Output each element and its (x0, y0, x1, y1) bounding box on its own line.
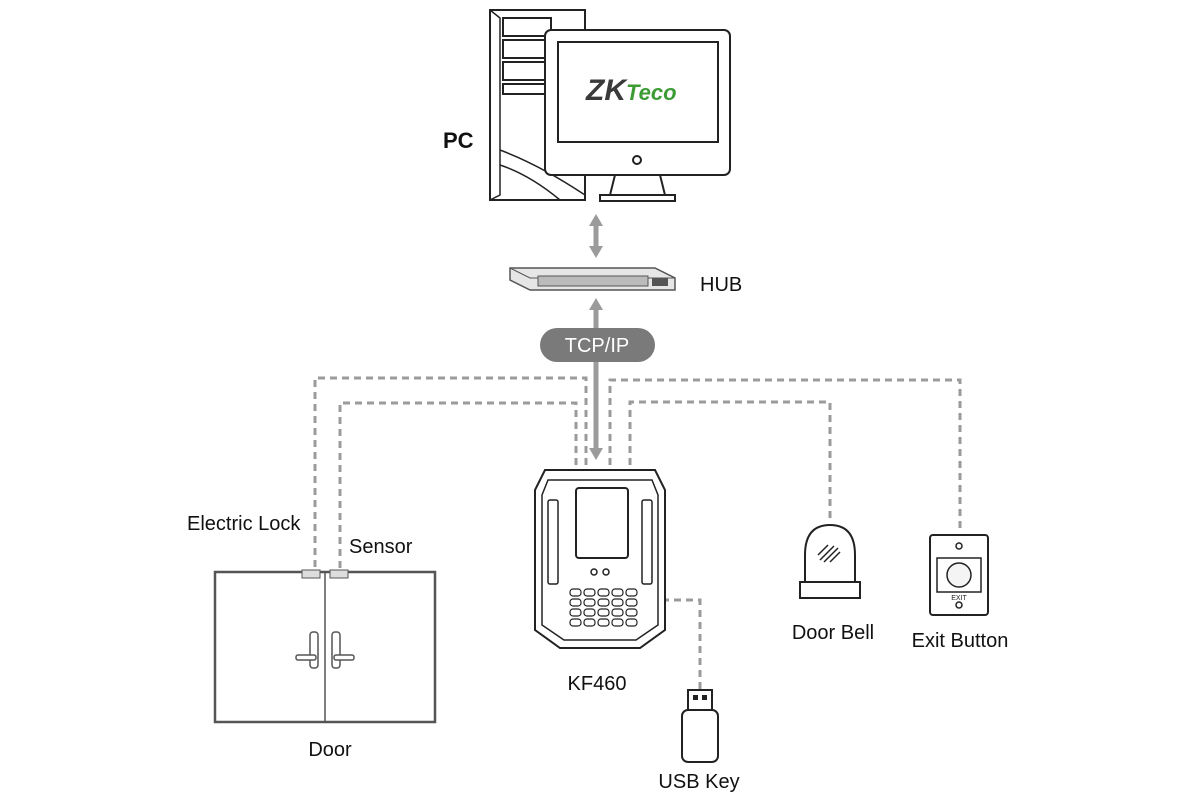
door-bell-label: Door Bell (792, 622, 874, 644)
door-bell-wire (628, 400, 832, 520)
keypad-key (569, 588, 582, 597)
keypad-key (597, 608, 610, 617)
zkteco-logo: ZKTeco (585, 74, 677, 107)
logo-prefix: ZK (585, 74, 628, 107)
keypad-key (611, 588, 624, 597)
sensor-label: Sensor (349, 536, 413, 558)
keypad-key (569, 618, 582, 627)
keypad-key (583, 608, 596, 617)
electric-lock-label: Electric Lock (187, 513, 301, 535)
door-label: Door (308, 739, 352, 761)
keypad-key (569, 598, 582, 607)
pc-hub-link (589, 214, 603, 258)
lock-wire (313, 376, 588, 572)
pc-label: PC (443, 128, 474, 153)
keypad-key (583, 588, 596, 597)
keypad-key (625, 608, 638, 617)
usb-key-icon (681, 689, 719, 763)
keypad-key (597, 588, 610, 597)
sensor-wire (338, 401, 578, 572)
monitor-icon: ZKTeco (544, 29, 731, 202)
tcp-ip-label: TCP/IP (565, 335, 629, 357)
kf460-label: KF460 (568, 673, 627, 695)
door-bell-icon (799, 523, 861, 599)
hub-icon (509, 267, 676, 291)
keypad-key (583, 598, 596, 607)
exit-button-wire (608, 378, 962, 530)
logo-suffix: Teco (626, 80, 677, 105)
keypad-key (583, 618, 596, 627)
usb-wire (662, 598, 702, 690)
kf460-keypad (569, 588, 638, 627)
keypad-key (625, 588, 638, 597)
keypad-key (569, 608, 582, 617)
exit-button-label: Exit Button (912, 630, 1009, 652)
keypad-key (625, 618, 638, 627)
keypad-key (597, 618, 610, 627)
usb-key-label: USB Key (658, 771, 739, 793)
keypad-key (597, 598, 610, 607)
keypad-key (625, 598, 638, 607)
hub-label: HUB (700, 274, 742, 296)
tcp-ip-badge: TCP/IP (540, 328, 655, 362)
exit-button-face-text: EXIT (951, 595, 967, 602)
exit-button-icon: EXIT (929, 534, 989, 616)
keypad-key (611, 618, 624, 627)
keypad-key (611, 608, 624, 617)
door-icon (213, 569, 437, 724)
keypad-key (611, 598, 624, 607)
